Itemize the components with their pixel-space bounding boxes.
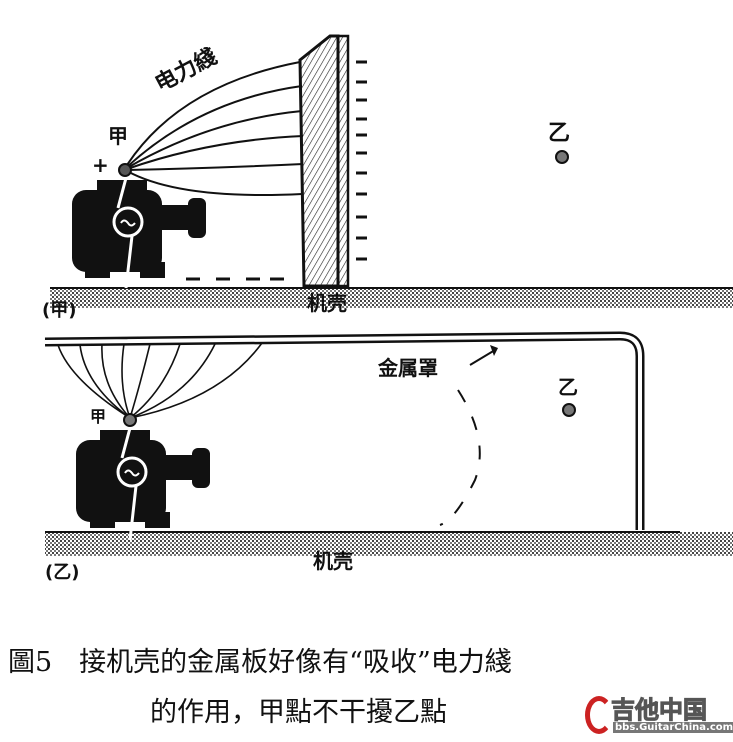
watermark-url: bbs.GuitarChina.com bbox=[613, 722, 733, 733]
point-a-charge bbox=[118, 163, 132, 177]
point-b-label: 乙 bbox=[548, 121, 570, 146]
diagram-a: 电力綫 甲 + 乙 机壳 (甲) bbox=[42, 34, 733, 321]
watermark-text: 吉他中国 bbox=[611, 696, 708, 725]
field-lines-label: 电力綫 bbox=[151, 43, 221, 97]
caption-line-2: 的作用，甲點不干擾乙點 bbox=[150, 697, 447, 728]
chassis-ground-a bbox=[50, 288, 733, 308]
point-a-label: 甲 bbox=[108, 124, 128, 148]
point-a-label-b: 甲 bbox=[90, 407, 106, 426]
charge-sign: + bbox=[92, 153, 109, 177]
metal-plate bbox=[298, 34, 340, 288]
generator-icon-b bbox=[76, 427, 210, 541]
ground-path-dashed bbox=[439, 389, 481, 526]
point-b bbox=[555, 150, 569, 164]
chassis-label-a: 机壳 bbox=[307, 291, 347, 315]
watermark: 吉他中国 bbs.GuitarChina.com bbox=[585, 690, 733, 740]
point-b-b bbox=[562, 403, 576, 417]
field-lines bbox=[126, 61, 304, 196]
caption-line-1: 圖5 接机壳的金属板好像有“吸收”电力綫 bbox=[8, 647, 512, 678]
shield-label-arrow bbox=[469, 349, 496, 366]
point-b-label-b: 乙 bbox=[558, 375, 578, 399]
point-a-charge-b bbox=[123, 413, 137, 427]
field-lines-b bbox=[57, 342, 263, 419]
guitar-logo-icon bbox=[585, 696, 613, 734]
chassis-label-b: 机壳 bbox=[313, 549, 353, 573]
panel-label-a: (甲) bbox=[42, 300, 76, 321]
diagram-b: 金属罩 甲 乙 机壳 (乙) bbox=[44, 331, 733, 583]
shield-label: 金属罩 bbox=[377, 356, 438, 380]
chassis-ground-b bbox=[45, 532, 733, 556]
generator-icon bbox=[72, 177, 206, 289]
panel-label-b: (乙) bbox=[45, 562, 79, 583]
negative-charges bbox=[186, 60, 367, 281]
